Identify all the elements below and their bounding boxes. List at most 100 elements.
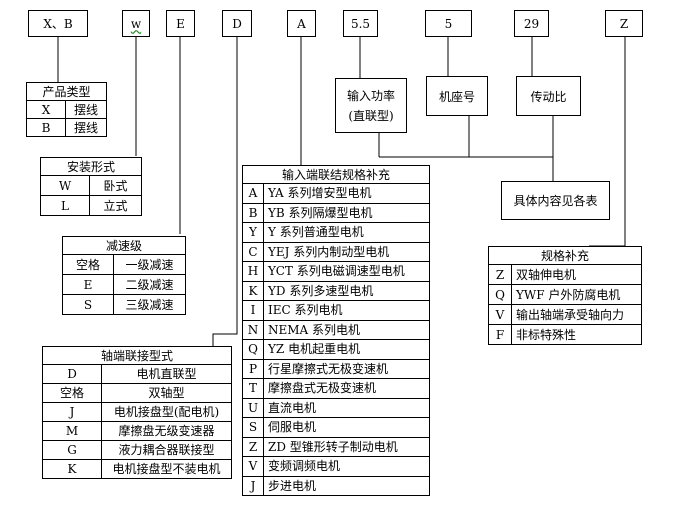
code-box-shaft: D — [222, 10, 252, 37]
code-box-frame: 5 — [425, 10, 472, 37]
desc-cell: 一级减速 — [113, 254, 186, 275]
desc-cell: 摩擦盘式无极变速机 — [263, 378, 430, 399]
desc-cell: 电机直联型 — [101, 364, 232, 384]
desc-cell: 伺服电机 — [263, 417, 430, 438]
code-cell: K — [242, 280, 264, 301]
code-box-label: Z — [619, 16, 629, 31]
desc-cell: YB 系列隔爆型电机 — [263, 202, 430, 223]
desc-cell: 电机接盘型不装电机 — [101, 459, 232, 479]
desc-cell: 直流电机 — [263, 397, 430, 418]
code-box-power: 5.5 — [343, 10, 378, 37]
code-cell: S — [62, 294, 114, 315]
code-box-label: w — [130, 16, 142, 31]
code-cell: Z — [488, 264, 512, 285]
code-box-label: 29 — [523, 16, 540, 31]
desc-cell: YCT 系列电磁调速型电机 — [263, 261, 430, 282]
code-box-label: E — [176, 16, 185, 31]
power-box: 输入功率 (直联型) — [335, 78, 407, 133]
code-cell: G — [42, 440, 102, 460]
code-cell: E — [62, 274, 114, 295]
code-box-product-type: X、B — [28, 10, 88, 37]
code-box-label: 5 — [444, 16, 453, 31]
desc-cell: 卧式 — [89, 175, 142, 196]
code-box-input-spec: A — [287, 10, 316, 37]
shaft-connection-title: 轴端联接型式 — [42, 346, 232, 365]
details-box: 具体内容见各表 — [501, 181, 610, 220]
code-cell: F — [488, 324, 512, 345]
desc-cell: 三级减速 — [113, 294, 186, 315]
mounting-title: 安装形式 — [40, 157, 142, 176]
code-cell: W — [40, 175, 90, 196]
code-cell: 空格 — [42, 383, 102, 403]
code-box-label: X、B — [43, 17, 73, 31]
desc-cell: 双轴型 — [101, 383, 232, 403]
desc-cell: YEJ 系列内制动型电机 — [263, 241, 430, 262]
desc-cell: 变频调频电机 — [263, 456, 430, 477]
desc-cell: YA 系列增安型电机 — [263, 183, 430, 204]
code-box-label: A — [297, 16, 306, 31]
code-cell: D — [42, 364, 102, 384]
desc-cell: 行星摩擦式无极变速机 — [263, 358, 430, 379]
code-cell: S — [242, 417, 264, 438]
details-label: 具体内容见各表 — [513, 194, 598, 208]
code-cell: L — [40, 195, 90, 216]
code-cell: U — [242, 397, 264, 418]
code-cell: P — [242, 358, 264, 379]
code-cell: J — [42, 402, 102, 422]
code-cell: B — [242, 202, 264, 223]
table-row: 空格双轴型 — [42, 383, 232, 403]
desc-cell: 摩擦盘无级变速器 — [101, 421, 232, 441]
desc-cell: NEMA 系列电机 — [263, 319, 430, 340]
code-cell: Q — [488, 284, 512, 305]
code-cell: N — [242, 319, 264, 340]
code-cell: B — [26, 118, 66, 137]
desc-cell: YWF 户外防腐电机 — [511, 284, 642, 305]
code-box-reduction: E — [166, 10, 195, 37]
input-spec-title: 输入端联结规格补充 — [242, 165, 430, 184]
desc-cell: 双轴伸电机 — [511, 264, 642, 285]
code-box-mounting: w — [122, 10, 150, 37]
desc-cell: 立式 — [89, 195, 142, 216]
desc-cell: YD 系列多速型电机 — [263, 280, 430, 301]
code-cell: J — [242, 475, 264, 496]
ratio-box: 传动比 — [516, 76, 581, 116]
table-row: 空格一级减速 — [62, 254, 186, 275]
code-cell: C — [242, 241, 264, 262]
desc-cell: ZD 型锥形转子制动电机 — [263, 436, 430, 457]
desc-cell: 输出轴端承受轴向力 — [511, 304, 642, 325]
code-box-ratio: 29 — [514, 10, 549, 37]
product-type-title: 产品类型 — [26, 82, 107, 101]
code-cell: 空格 — [62, 254, 114, 275]
